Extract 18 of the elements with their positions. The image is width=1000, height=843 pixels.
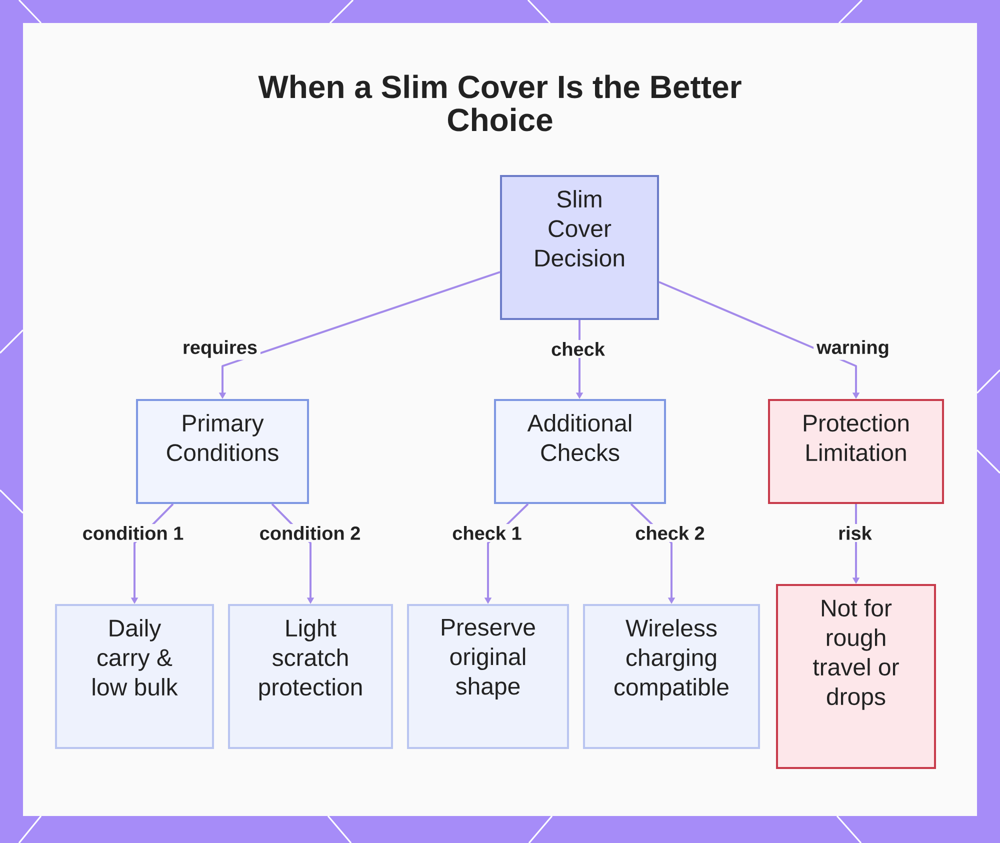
decision-box: Slim Cover Decision <box>500 175 659 320</box>
option-box: Light scratch protection <box>228 604 393 750</box>
warning-box: Protection Limitation <box>768 399 944 504</box>
title: When a Slim Cover Is the Better Choice <box>258 74 742 132</box>
category-box: Primary Conditions <box>136 399 309 504</box>
option-box: Wireless charging compatible <box>583 604 760 750</box>
edge-label: check 1 <box>449 524 525 542</box>
edge-label: requires <box>180 338 260 360</box>
option-box: Preserve original shape <box>407 604 569 750</box>
edge-label: check 2 <box>632 524 708 542</box>
option-box: Daily carry & low bulk <box>55 604 214 750</box>
category-box: Additional Checks <box>494 399 666 504</box>
edge-label: warning <box>814 338 892 360</box>
edge-label: check <box>548 340 608 358</box>
edge-label: condition 2 <box>256 524 364 542</box>
warning-box: Not for rough travel or drops <box>776 584 936 769</box>
edge-label: risk <box>835 524 875 542</box>
edge-label: condition 1 <box>79 524 187 542</box>
